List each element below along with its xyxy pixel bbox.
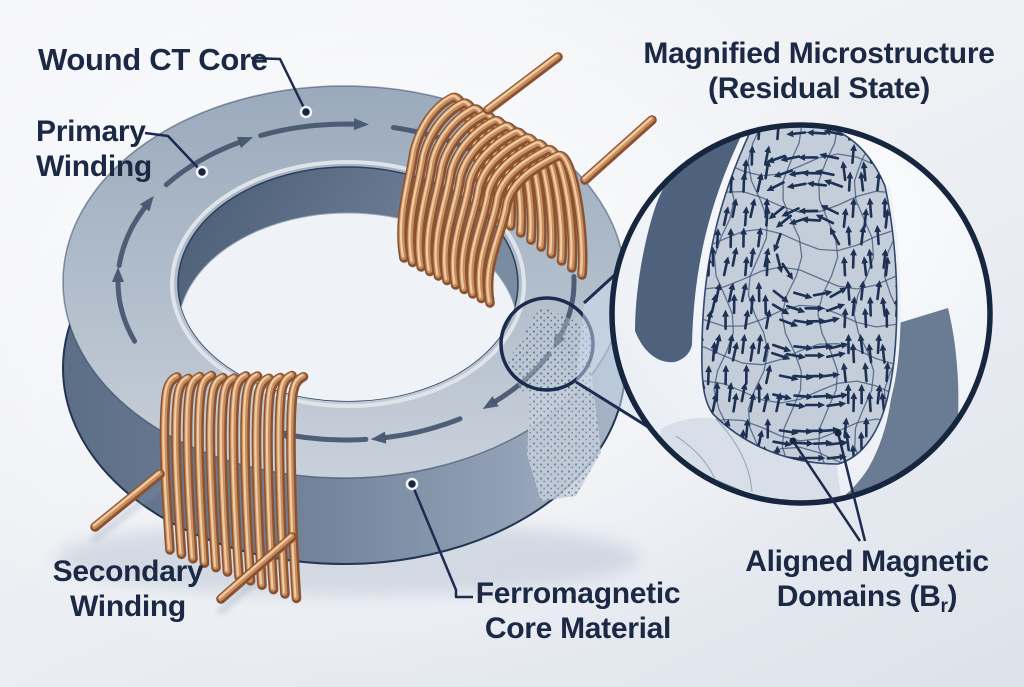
inner-rim-highlight [170,160,526,408]
label-text: Secondary [52,555,204,588]
magnifier-circle [609,122,993,506]
label-text: Domains (Br) [776,580,958,617]
leader-primary-winding [144,131,203,173]
magnified-inner-wall [635,130,744,363]
label-text: Ferromagnetic [475,577,681,610]
label-secondary-winding: Secondary Winding [28,554,228,624]
label-ferromagnetic-core: Ferromagnetic Core Material [462,576,694,646]
label-magnified-microstructure: Magnified Microstructure (Residual State… [629,36,1009,106]
leader-lines [144,56,867,599]
leader-dots [195,105,842,491]
leader-aligned-1 [791,440,862,542]
label-text: (Residual State) [708,72,930,105]
stipple-sector [508,306,592,392]
copper-windings [90,52,657,615]
label-aligned-domains: Aligned Magnetic Domains (Br) [736,544,998,624]
label-text: Winding [70,590,186,623]
leader-ferromagnetic [410,483,473,599]
label-text: Winding [36,150,152,183]
magnifier-ring [609,122,993,506]
label-text: Magnified Microstructure [643,37,995,70]
label-text: Primary [36,115,146,148]
label-text: Aligned Magnetic [745,545,989,578]
label-text: Core Material [484,612,672,645]
leader-aligned-2 [836,432,867,542]
label-wound-ct-core: Wound CT Core [38,42,268,77]
stipple-band [527,376,601,501]
leader-wound-ct-core [250,56,308,113]
label-text: Wound CT Core [38,42,268,77]
magnified-lower-grains [645,417,842,503]
label-primary-winding: Primary Winding [36,114,152,184]
